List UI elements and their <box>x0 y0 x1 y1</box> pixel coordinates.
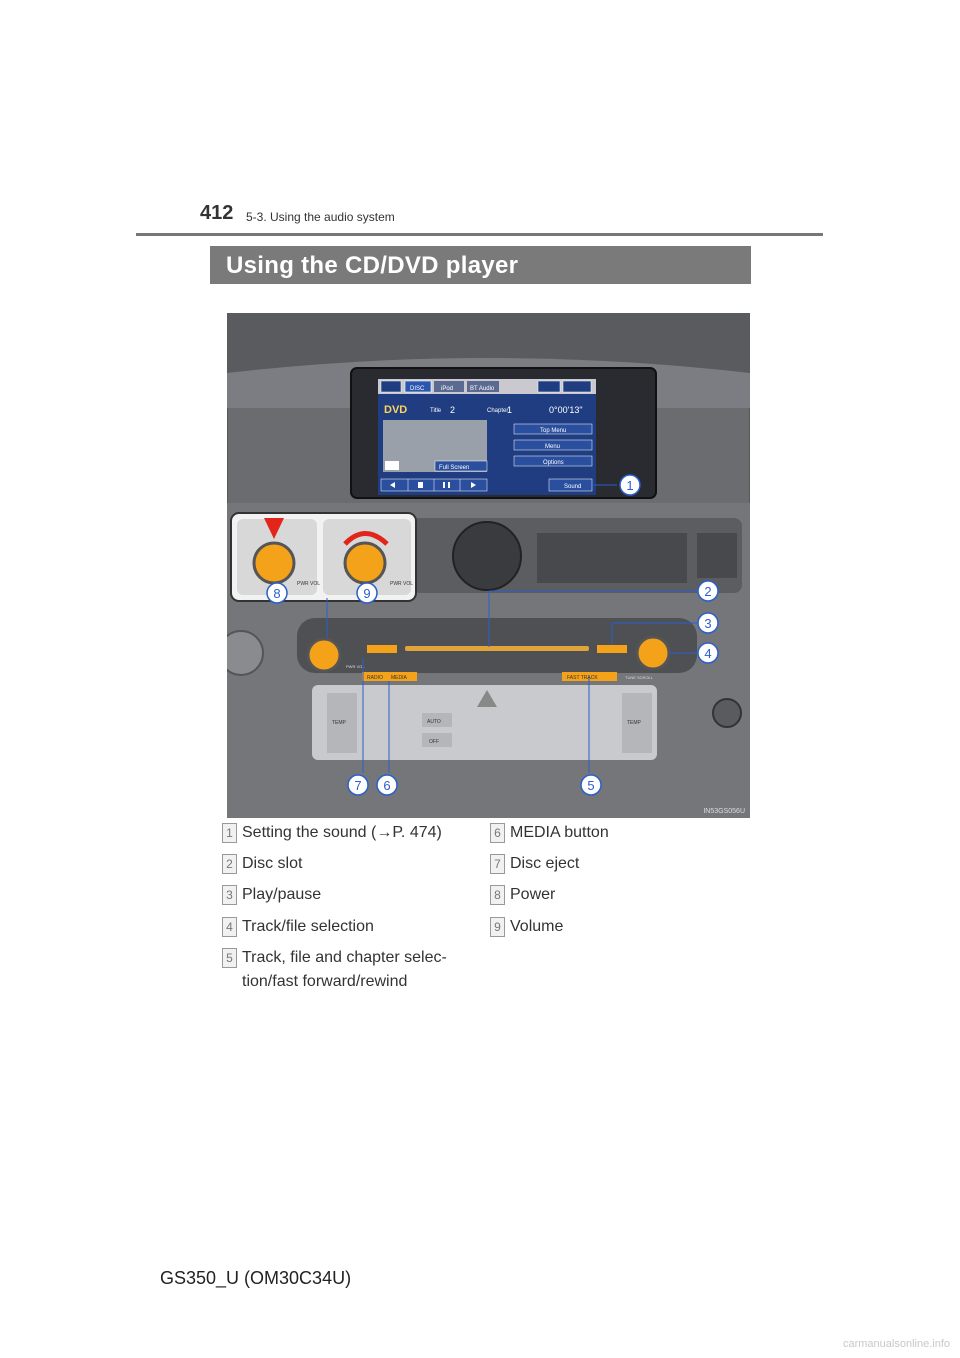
screen-top-menu: Top Menu <box>540 428 566 434</box>
screen-options: Options <box>543 460 564 466</box>
header-rule <box>136 233 823 236</box>
zoom-inset: PWR VOL PWR VOL <box>230 512 417 602</box>
callout-6: 6 <box>383 778 390 793</box>
legend-text-3: Play/pause <box>242 886 322 903</box>
tab-disc: DISC <box>410 386 425 392</box>
tab-ipod: iPod <box>441 386 453 392</box>
climate-panel: TEMP TEMP AUTO OFF <box>312 685 657 760</box>
legend-num-4: 4 <box>222 917 237 937</box>
callout-9: 9 <box>363 586 370 601</box>
panel-radio: RADIO <box>367 675 383 681</box>
legend-num-1: 1 <box>222 823 237 843</box>
callout-5: 5 <box>587 778 594 793</box>
legend-num-3: 3 <box>222 885 237 905</box>
screen-title-value: 2 <box>450 405 455 415</box>
callout-3: 3 <box>704 616 711 631</box>
image-code: IN53GS056U <box>703 808 745 815</box>
inset-pwr-vol-1: PWR VOL <box>297 581 320 587</box>
inset-pwr-vol-2: PWR VOL <box>390 581 413 587</box>
legend-num-8: 8 <box>490 885 505 905</box>
legend-num-2: 2 <box>222 854 237 874</box>
climate-auto: AUTO <box>427 719 441 725</box>
screen-chapter-value: 1 <box>507 405 512 415</box>
legend-text-6: MEDIA button <box>510 824 609 841</box>
legend-left: 1 Setting the sound (→P. 474) 2 Disc slo… <box>222 821 482 996</box>
callout-lines <box>326 484 697 773</box>
tab-bt-audio: BT Audio <box>470 386 495 392</box>
page-number: 412 <box>200 202 234 224</box>
legend-text-5b: tion/fast forward/rewind <box>242 973 408 990</box>
screen-mode: DVD <box>384 404 407 416</box>
screen-time: 0°00'13" <box>549 405 583 415</box>
legend-text-2: Disc slot <box>242 855 303 872</box>
panel-tune-scroll: TUNE SCROLL <box>625 675 654 680</box>
legend-num-7: 7 <box>490 854 505 874</box>
legend-text-1: Setting the sound (→P. 474) <box>242 824 442 841</box>
climate-temp-left: TEMP <box>332 720 347 726</box>
screen-title-label: Title <box>430 408 442 414</box>
footer-model: GS350_U (OM30C34U) <box>160 1268 352 1288</box>
screen-menu: Menu <box>545 444 560 450</box>
section-title: 5-3. Using the audio system <box>246 210 395 224</box>
panel-fast-track: FAST TRACK <box>567 675 598 681</box>
audio-panel-illustration: DISC iPod BT Audio DVD Title 2 Chapter 1… <box>218 312 751 819</box>
legend-text-8: Power <box>510 886 556 903</box>
panel-media: MEDIA <box>391 675 408 681</box>
legend-text-5: Track, file and chapter selec- <box>242 949 447 966</box>
watermark: carmanualsonline.info <box>842 1338 950 1350</box>
banner-title: Using the CD/DVD player <box>226 252 519 279</box>
screen-chapter-label: Chapter <box>487 408 508 414</box>
legend-num-6: 6 <box>490 823 505 843</box>
callout-8: 8 <box>273 586 280 601</box>
climate-off: OFF <box>429 739 439 745</box>
callout-4: 4 <box>704 646 711 661</box>
panel-pwr-vol: PWR VOL <box>346 664 365 669</box>
screen-full-screen: Full Screen <box>439 465 469 471</box>
legend-text-9: Volume <box>510 918 564 935</box>
legend-text-7: Disc eject <box>510 855 580 872</box>
section-banner: Using the CD/DVD player <box>210 246 751 284</box>
callout-1: 1 <box>626 478 633 493</box>
center-vents <box>412 518 742 593</box>
legend-num-5: 5 <box>222 948 237 968</box>
climate-temp-right: TEMP <box>627 720 642 726</box>
screen-sound: Sound <box>564 484 581 490</box>
callout-7: 7 <box>354 778 361 793</box>
legend-text-4: Track/file selection <box>242 918 374 935</box>
navigation-screen: DISC iPod BT Audio DVD Title 2 Chapter 1… <box>378 379 596 495</box>
legend-right: 6 MEDIA button 7 Disc eject 8 Power 9 Vo… <box>490 821 750 951</box>
legend-num-9: 9 <box>490 917 505 937</box>
audio-control-panel: PWR VOL RADIO MEDIA FAST TRACK TUNE SCRO… <box>297 618 697 681</box>
callout-2: 2 <box>704 584 711 599</box>
